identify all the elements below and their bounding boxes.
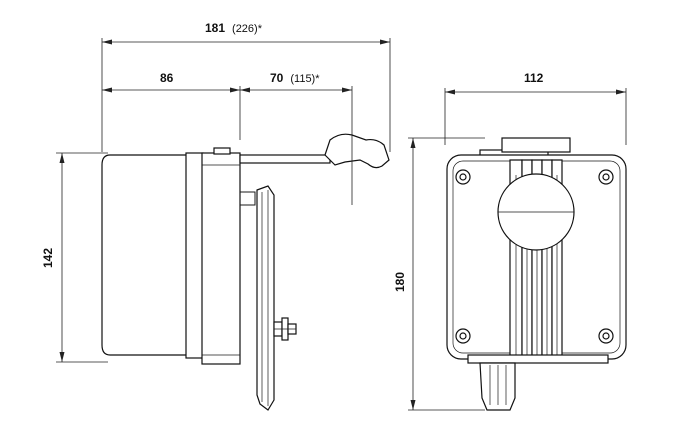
dim-width: 112 <box>524 71 544 85</box>
dim-body-length: 86 <box>160 71 174 85</box>
side-mount-block <box>201 152 241 365</box>
dim-overall-length: 181 (226)* <box>205 19 263 36</box>
side-flange <box>185 152 204 359</box>
side-mount-plate <box>256 185 275 411</box>
front-view <box>446 137 627 411</box>
side-arm <box>239 154 331 164</box>
front-screws <box>455 169 614 344</box>
front-connector <box>479 362 516 411</box>
side-body <box>101 154 189 356</box>
front-bottom-bar <box>467 354 609 364</box>
dimension-lines <box>56 38 627 411</box>
dimension-labels: 181 (226)* 86 70 (115)* 112 142 180 <box>41 19 544 292</box>
dim-front-height: 180 <box>393 272 407 292</box>
front-top-cap <box>501 137 571 153</box>
side-bolt <box>273 317 297 341</box>
dim-side-height: 142 <box>41 248 55 268</box>
side-view <box>101 133 390 411</box>
side-top-tab <box>213 147 231 155</box>
dim-bracket-length: 70 (115)* <box>270 69 320 86</box>
side-hook <box>324 133 390 169</box>
